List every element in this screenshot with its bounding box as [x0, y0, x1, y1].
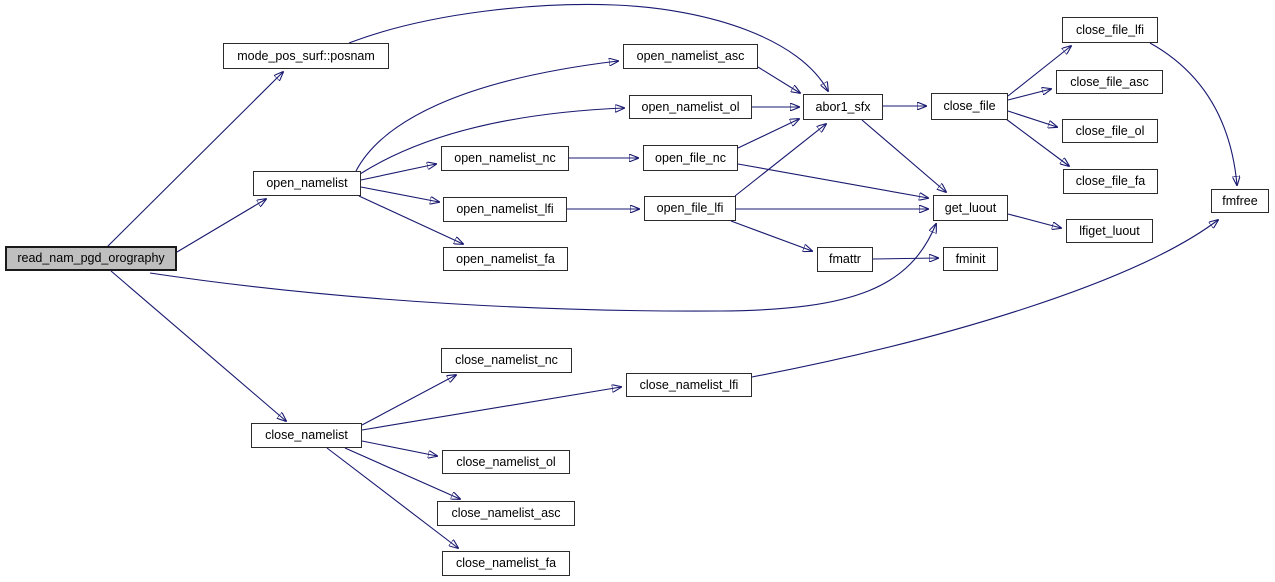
node-close-file[interactable]: close_file	[931, 93, 1008, 120]
edge-onl-asc-to-abor1	[757, 66, 800, 93]
edge-read-to-get-luout	[149, 224, 936, 312]
edge-cnl-to-cnl-fa	[326, 447, 458, 548]
node-get-luout[interactable]: get_luout	[933, 195, 1008, 221]
edge-read-to-close-namelist	[110, 270, 286, 421]
edge-onl-to-onl-fa	[358, 195, 463, 244]
node-mode-pos-surf-posnam[interactable]: mode_pos_surf::posnam	[223, 43, 389, 69]
node-close-namelist[interactable]: close_namelist	[251, 423, 362, 448]
edge-cnl-to-cnl-ol	[361, 440, 437, 456]
edge-onl-to-onl-asc	[355, 61, 618, 172]
edge-cf-lfi-to-fmfree	[1149, 42, 1237, 185]
edge-file-nc-to-get-luout	[737, 163, 928, 198]
node-fmfree[interactable]: fmfree	[1211, 189, 1269, 213]
node-close-file-asc[interactable]: close_file_asc	[1056, 70, 1163, 94]
node-close-file-lfi[interactable]: close_file_lfi	[1062, 17, 1158, 43]
node-close-namelist-nc[interactable]: close_namelist_nc	[441, 348, 572, 373]
node-close-file-ol[interactable]: close_file_ol	[1062, 119, 1158, 143]
edge-read-to-open-namelist	[176, 199, 266, 253]
edge-file-lfi-to-fmattr	[730, 220, 812, 251]
node-open-namelist-lfi[interactable]: open_namelist_lfi	[443, 197, 567, 222]
node-close-file-fa[interactable]: close_file_fa	[1063, 169, 1158, 194]
node-close-namelist-ol[interactable]: close_namelist_ol	[442, 450, 570, 474]
edge-file-nc-to-abor1	[737, 119, 799, 149]
node-open-file-lfi[interactable]: open_file_lfi	[644, 196, 736, 221]
edge-onl-to-onl-lfi	[360, 186, 439, 202]
node-fmattr[interactable]: fmattr	[817, 247, 873, 272]
node-open-namelist[interactable]: open_namelist	[253, 171, 361, 196]
edge-cf-to-cf-ol	[1007, 110, 1057, 127]
node-close-namelist-fa[interactable]: close_namelist_fa	[442, 551, 570, 576]
node-close-namelist-lfi[interactable]: close_namelist_lfi	[626, 373, 752, 397]
edge-cf-to-cf-asc	[1007, 89, 1051, 101]
node-open-namelist-ol[interactable]: open_namelist_ol	[629, 95, 752, 119]
edge-file-lfi-to-abor1	[734, 124, 826, 197]
edge-read-to-posnam	[106, 72, 283, 248]
edge-get-luout-to-lfiget	[1007, 213, 1061, 228]
node-open-namelist-fa[interactable]: open_namelist_fa	[443, 247, 568, 271]
edge-cnl-to-cnl-lfi	[361, 387, 621, 431]
node-abor1-sfx[interactable]: abor1_sfx	[803, 94, 883, 120]
edge-onl-to-onl-nc	[360, 164, 436, 181]
edge-cnl-to-cnl-asc	[344, 447, 460, 499]
edge-cnl-to-cnl-nc	[361, 375, 456, 426]
edge-posnam-to-abor1	[348, 3, 828, 91]
node-read-nam-pgd-orography[interactable]: read_nam_pgd_orography	[5, 246, 177, 271]
node-open-file-nc[interactable]: open_file_nc	[643, 145, 738, 171]
edge-cf-to-cf-fa	[1005, 118, 1069, 166]
edge-abor1-to-get-luout	[861, 119, 946, 192]
edge-cnl-lfi-to-fmfree	[751, 220, 1218, 378]
node-open-namelist-nc[interactable]: open_namelist_nc	[441, 146, 569, 171]
node-lfiget-luout[interactable]: lfiget_luout	[1066, 219, 1153, 243]
edge-onl-to-onl-ol	[359, 108, 624, 175]
node-close-namelist-asc[interactable]: close_namelist_asc	[437, 501, 575, 526]
node-fminit[interactable]: fminit	[943, 247, 998, 271]
edge-fmattr-to-fminit	[872, 258, 938, 259]
edge-cf-to-cf-lfi	[1007, 46, 1071, 97]
node-open-namelist-asc[interactable]: open_namelist_asc	[623, 44, 758, 69]
